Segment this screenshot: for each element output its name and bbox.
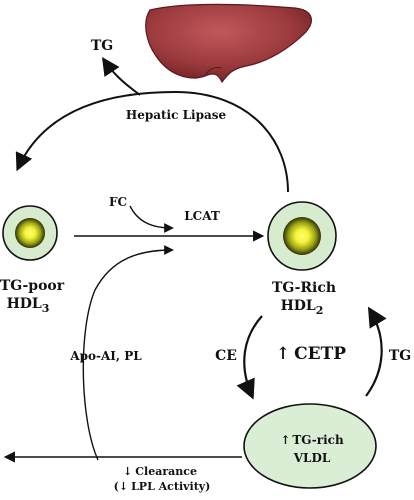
apo-ai-arrow [82, 245, 174, 461]
fc-label: FC [109, 195, 127, 209]
cetp-label: ↑CETP [276, 344, 346, 364]
vldl-label-line1: ↑TG-rich [280, 433, 344, 447]
tg-rich-vldl-particle [243, 403, 377, 489]
ce-arrow [236, 315, 263, 400]
tg-poor-label: TG-poor [0, 278, 65, 294]
hdl3-label: HDL3 [7, 296, 50, 315]
liver-icon [145, 3, 312, 84]
lpl-activity-label: (↓LPL Activity) [114, 480, 211, 493]
hepatic-lipase-arrow [15, 90, 289, 193]
lcat-label: LCAT [184, 209, 220, 223]
clearance-label: ↓Clearance [123, 465, 197, 478]
apo-ai-pl-label: Apo-AI, PL [69, 349, 142, 363]
vldl-label-line2: VLDL [293, 451, 331, 465]
tg-poor-hdl3-particle [2, 205, 58, 261]
tg-transfer-arrow [365, 306, 387, 397]
fc-arrow [129, 205, 174, 233]
hepatic-lipase-label: Hepatic Lipase [126, 108, 227, 122]
hdl2-label: HDL2 [281, 298, 324, 317]
tg-right-label: TG [389, 348, 411, 364]
tg-release-arrow [102, 57, 141, 96]
tg-rich-hdl2-particle [267, 201, 337, 271]
ce-label: CE [215, 348, 237, 364]
tg-top-label: TG [91, 38, 113, 54]
tg-rich-label: TG-Rich [272, 280, 336, 296]
